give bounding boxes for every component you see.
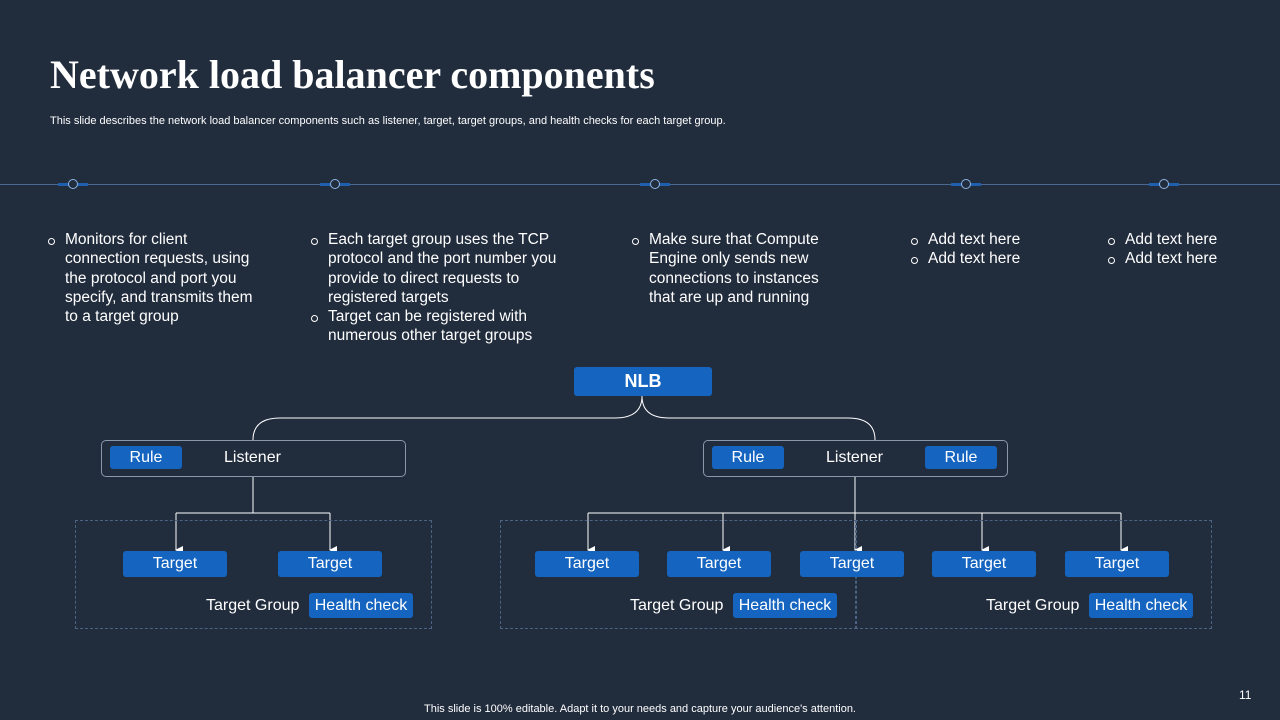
timeline-dot-2 xyxy=(330,179,340,189)
timeline-dot-1 xyxy=(68,179,78,189)
target-node: Target xyxy=(278,551,382,577)
listener-label: Listener xyxy=(826,449,883,466)
nlb-brace-connector xyxy=(252,395,876,441)
footer-note: This slide is 100% editable. Adapt it to… xyxy=(424,703,856,715)
slide-title: Network load balancer components xyxy=(50,52,655,97)
target-group-box xyxy=(75,520,432,629)
bullet-item: Make sure that Compute Engine only sends… xyxy=(630,230,830,307)
target-node: Target xyxy=(1065,551,1169,577)
page-number: 11 xyxy=(1239,688,1252,702)
target-group-label: Target Group xyxy=(630,597,724,614)
column-target-group: Each target group uses the TCP protocol … xyxy=(309,230,571,346)
timeline-dot-3 xyxy=(650,179,660,189)
target-group-label: Target Group xyxy=(986,597,1080,614)
rule-badge: Rule xyxy=(110,446,182,469)
column-placeholder-2: Add text here Add text here xyxy=(1106,230,1256,269)
bullet-item: Add text here xyxy=(1106,249,1256,268)
listener-label: Listener xyxy=(224,449,281,466)
bullet-item: Add text here xyxy=(909,249,1069,268)
listener-box-left xyxy=(101,440,406,477)
listener-box-right xyxy=(703,440,1008,477)
bullet-item: Add text here xyxy=(1106,230,1256,249)
column-listener: Monitors for client connection requests,… xyxy=(46,230,266,326)
bullet-item: Add text here xyxy=(909,230,1069,249)
timeline-dot-4 xyxy=(961,179,971,189)
timeline-dot-5 xyxy=(1159,179,1169,189)
target-node: Target xyxy=(800,551,904,577)
rule-badge: Rule xyxy=(925,446,997,469)
health-check-badge: Health check xyxy=(1089,593,1193,618)
health-check-badge: Health check xyxy=(733,593,837,618)
column-placeholder-1: Add text here Add text here xyxy=(909,230,1069,269)
bullet-item: Target can be registered with numerous o… xyxy=(309,307,571,346)
nlb-node: NLB xyxy=(574,367,712,396)
health-check-badge: Health check xyxy=(309,593,413,618)
rule-badge: Rule xyxy=(712,446,784,469)
target-node: Target xyxy=(123,551,227,577)
column-health-check: Make sure that Compute Engine only sends… xyxy=(630,230,830,307)
bullet-item: Each target group uses the TCP protocol … xyxy=(309,230,571,307)
target-group-label: Target Group xyxy=(206,597,300,614)
slide-subtitle: This slide describes the network load ba… xyxy=(50,115,726,127)
target-node: Target xyxy=(932,551,1036,577)
target-node: Target xyxy=(535,551,639,577)
target-node: Target xyxy=(667,551,771,577)
bullet-item: Monitors for client connection requests,… xyxy=(46,230,266,326)
